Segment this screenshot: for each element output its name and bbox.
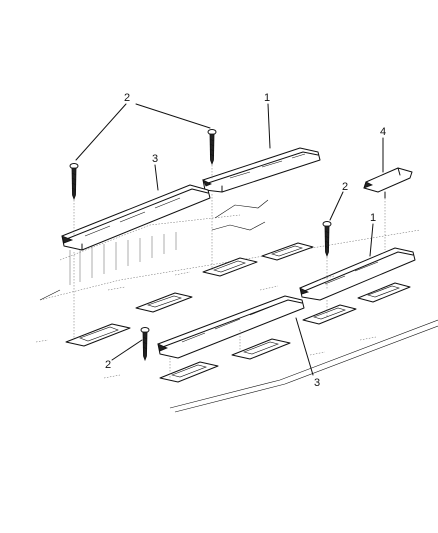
bracket-d <box>261 242 314 261</box>
trim-clip <box>363 167 413 199</box>
callout-1-top: 1 <box>264 92 270 104</box>
screw-lower <box>140 327 150 362</box>
mounting-brackets <box>65 242 411 383</box>
leader-lines <box>75 103 384 376</box>
reference-marks <box>35 271 377 379</box>
callout-3-lower: 3 <box>314 377 320 389</box>
bracket-a <box>65 323 131 347</box>
bracket-c <box>202 257 258 277</box>
scuff-plate-upper <box>202 147 321 193</box>
bracket-e <box>302 304 357 325</box>
callout-1-right: 1 <box>370 212 376 224</box>
callout-3-left: 3 <box>152 153 158 165</box>
sill-plate-center <box>157 295 305 359</box>
callout-2-right: 2 <box>342 181 348 193</box>
screw-upper-center <box>207 129 217 166</box>
bracket-f <box>357 282 411 303</box>
bracket-b <box>135 292 193 313</box>
bracket-h <box>231 338 291 360</box>
callout-4: 4 <box>380 126 386 138</box>
alignment-lines <box>73 165 386 378</box>
floor-outline <box>39 199 438 413</box>
callout-2-top: 2 <box>124 92 130 104</box>
callout-2-lower: 2 <box>105 359 111 371</box>
bracket-g <box>159 361 219 383</box>
scuff-plate-right <box>299 247 416 301</box>
sill-plate-left <box>61 184 211 251</box>
screw-upper-left <box>69 163 79 201</box>
screw-right <box>322 221 332 258</box>
callout-labels: 2 1 3 4 2 1 2 3 <box>105 92 386 389</box>
